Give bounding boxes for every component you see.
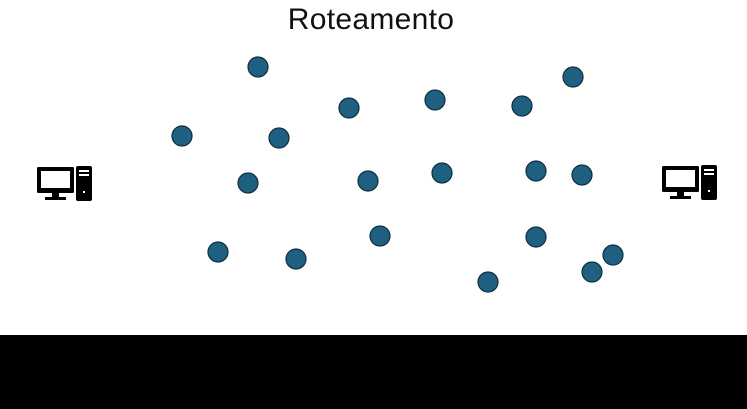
left-computer-icon <box>37 166 92 201</box>
bottom-bar <box>0 335 747 409</box>
router-node-n7 <box>268 127 290 149</box>
router-node-n12 <box>571 164 593 186</box>
router-node-n5 <box>562 66 584 88</box>
router-node-n9 <box>357 170 379 192</box>
router-node-n15 <box>369 225 391 247</box>
router-node-n2 <box>338 97 360 119</box>
router-node-n17 <box>602 244 624 266</box>
router-node-n16 <box>525 226 547 248</box>
router-node-n18 <box>581 261 603 283</box>
network-diagram <box>37 56 717 293</box>
router-node-n14 <box>285 248 307 270</box>
router-nodes <box>171 56 624 293</box>
router-node-n11 <box>525 160 547 182</box>
router-node-n1 <box>247 56 269 78</box>
right-computer-icon <box>662 165 717 200</box>
router-node-n19 <box>477 271 499 293</box>
router-node-n3 <box>424 89 446 111</box>
router-node-n4 <box>511 95 533 117</box>
router-node-n13 <box>207 241 229 263</box>
router-node-n8 <box>237 172 259 194</box>
router-node-n6 <box>171 125 193 147</box>
router-node-n10 <box>431 162 453 184</box>
diagram-title: Roteamento <box>287 3 455 36</box>
